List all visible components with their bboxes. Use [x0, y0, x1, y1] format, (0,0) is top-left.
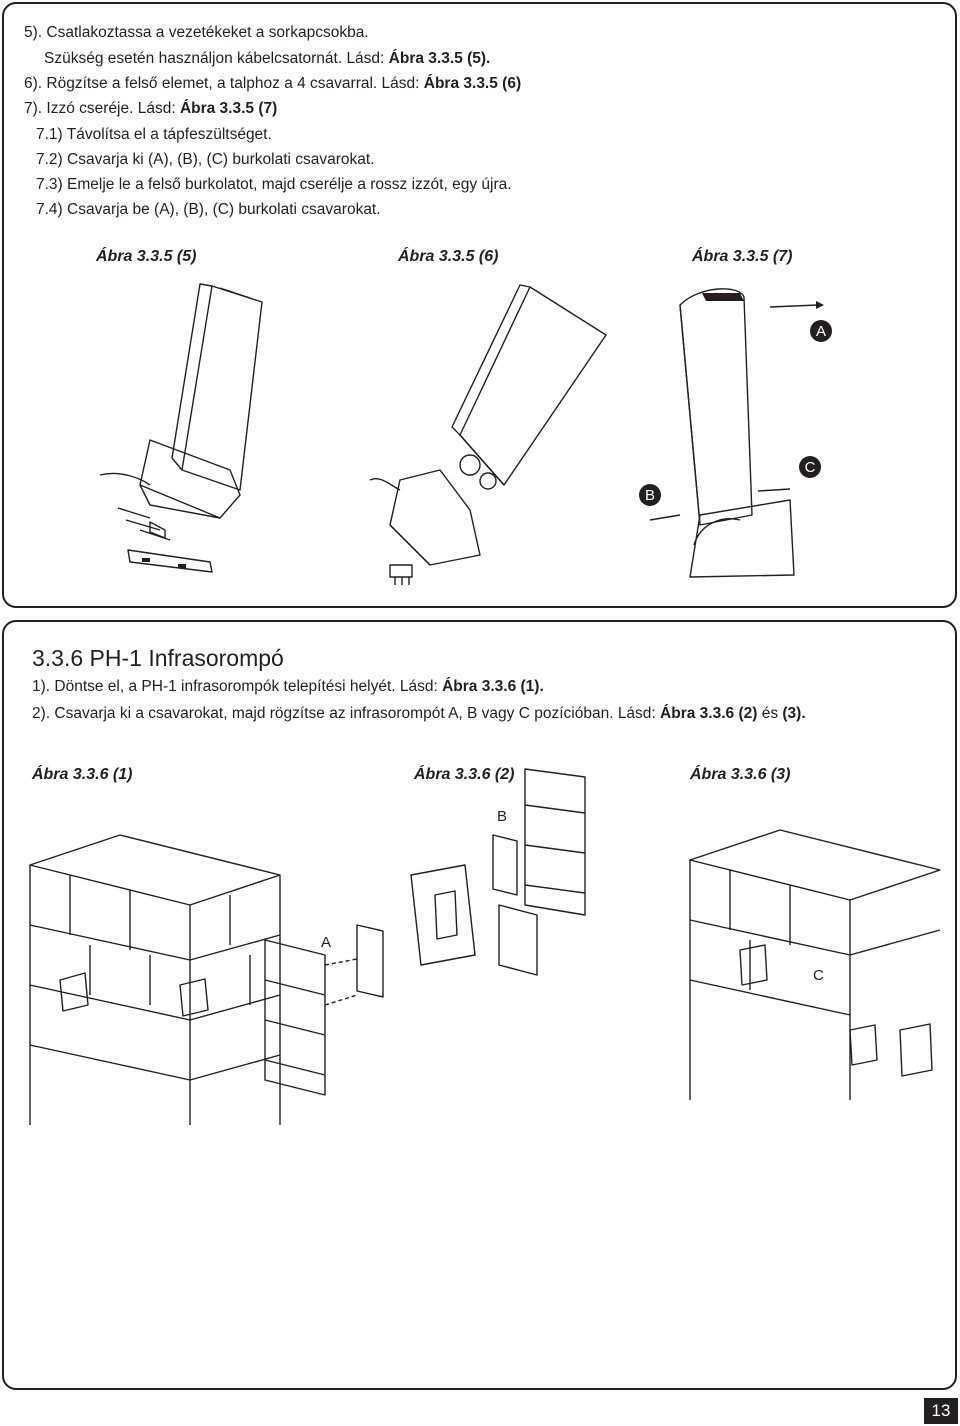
figure-lamp-wiring	[99, 283, 263, 573]
section-title: 3.3.6 PH-1 Infrasorompó	[32, 645, 284, 671]
figure-caption-3: Ábra 3.3.6 (3)	[690, 766, 791, 783]
figure-caption-6: Ábra 3.3.5 (6)	[398, 248, 499, 265]
figure-caption-5: Ábra 3.3.5 (5)	[96, 248, 197, 265]
step-7-4: 7.4) Csavarja be (A), (B), (C) burkolati…	[36, 201, 381, 218]
figure-caption-1: Ábra 3.3.6 (1)	[32, 766, 133, 783]
callout-c: C	[805, 459, 816, 476]
step-1: 1). Döntse el, a PH-1 infrasorompók tele…	[32, 678, 544, 695]
step-6: 6). Rögzítse a felső elemet, a talphoz a…	[24, 75, 522, 92]
figure-lamp-assembly	[369, 284, 607, 585]
figure-position-c: C	[689, 829, 941, 1100]
callout-a: A	[816, 323, 826, 340]
label-b: B	[497, 808, 507, 825]
step-2: 2). Csavarja ki a csavarokat, majd rögzí…	[32, 705, 806, 722]
figure-lamp-bulb-change: A B C	[639, 288, 832, 578]
page-number: 13	[924, 1398, 958, 1424]
label-a: A	[321, 934, 331, 951]
step-7-1: 7.1) Távolítsa el a tápfeszültséget.	[36, 126, 272, 143]
callout-b: B	[645, 487, 655, 504]
step-7-2: 7.2) Csavarja ki (A), (B), (C) burkolati…	[36, 151, 375, 168]
step-5: 5). Csatlakoztassa a vezetékeket a sorka…	[24, 24, 369, 41]
step-7-3: 7.3) Emelje le a felső burkolatot, majd …	[36, 176, 512, 193]
figure-caption-2: Ábra 3.3.6 (2)	[414, 766, 515, 783]
step-7: 7). Izzó cseréje. Lásd: Ábra 3.3.5 (7)	[24, 100, 278, 117]
label-c: C	[813, 967, 824, 984]
figure-mounting: B A	[264, 768, 586, 1096]
step-5-note: Szükség esetén használjon kábelcsatornát…	[44, 50, 491, 67]
figure-pillars	[29, 834, 281, 1125]
instructions-box-bottom	[2, 620, 957, 1390]
figure-caption-7: Ábra 3.3.5 (7)	[692, 248, 793, 265]
